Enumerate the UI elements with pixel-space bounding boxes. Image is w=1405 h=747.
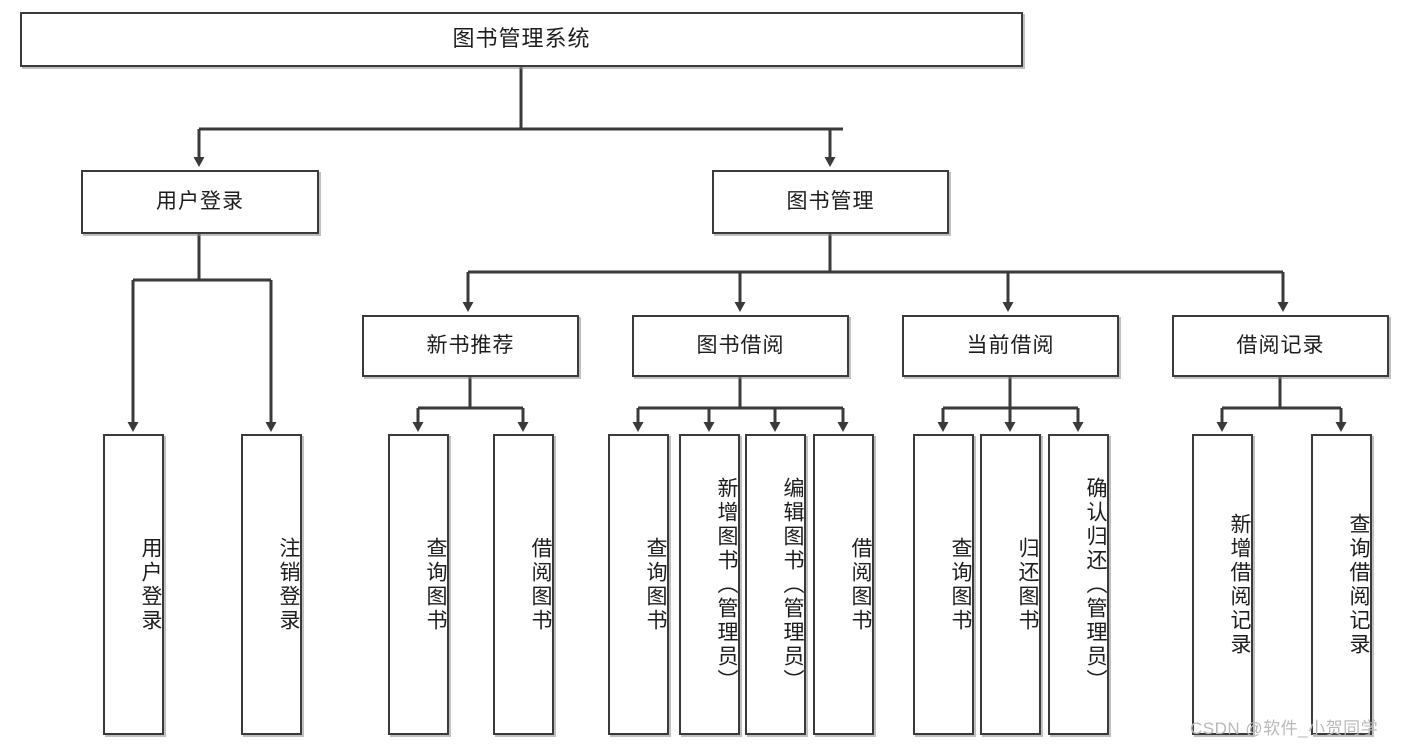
node-user-login-label: 用户登录: [156, 190, 244, 214]
node-root[interactable]: 图书管理系统: [20, 12, 1023, 67]
watermark: CSDN @软件_小贺同学: [1190, 719, 1379, 738]
leaf-book-borrow-3[interactable]: 编辑图书（管理员）: [745, 434, 806, 735]
leaf-borrow-record-1-label: 新增借阅记录: [1228, 512, 1251, 657]
leaf-user-login-1-label: 用户登录: [139, 536, 162, 633]
leaf-current-borrow-1-label: 查询图书: [949, 536, 972, 633]
leaf-current-borrow-3[interactable]: 确认归还（管理员）: [1048, 434, 1109, 735]
leaf-book-borrow-1-label: 查询图书: [644, 536, 667, 633]
leaf-current-borrow-1[interactable]: 查询图书: [913, 434, 974, 735]
node-book-manage[interactable]: 图书管理: [712, 170, 949, 234]
leaf-book-borrow-4[interactable]: 借阅图书: [813, 434, 874, 735]
node-current-borrow-label: 当前借阅: [966, 334, 1055, 358]
leaf-book-borrow-1[interactable]: 查询图书: [608, 434, 669, 735]
leaf-new-book-2[interactable]: 借阅图书: [493, 434, 554, 735]
node-borrow-record-label: 借阅记录: [1236, 334, 1325, 358]
node-book-borrow-label: 图书借阅: [696, 334, 785, 358]
leaf-book-borrow-4-label: 借阅图书: [849, 536, 872, 633]
node-current-borrow[interactable]: 当前借阅: [902, 315, 1119, 377]
leaf-borrow-record-2[interactable]: 查询借阅记录: [1311, 434, 1372, 735]
leaf-borrow-record-2-label: 查询借阅记录: [1347, 512, 1370, 657]
leaf-new-book-2-label: 借阅图书: [529, 536, 552, 633]
leaf-current-borrow-3-label: 确认归还（管理员）: [1084, 476, 1107, 693]
node-user-login[interactable]: 用户登录: [81, 170, 319, 234]
node-borrow-record[interactable]: 借阅记录: [1172, 315, 1389, 377]
leaf-current-borrow-2-label: 归还图书: [1016, 536, 1039, 633]
leaf-book-borrow-2-label: 新增图书（管理员）: [715, 476, 738, 693]
leaf-borrow-record-1[interactable]: 新增借阅记录: [1192, 434, 1253, 735]
node-book-manage-label: 图书管理: [786, 190, 875, 214]
leaf-current-borrow-2[interactable]: 归还图书: [980, 434, 1041, 735]
leaf-user-login-1[interactable]: 用户登录: [103, 434, 164, 735]
leaf-user-login-2-label: 注销登录: [277, 536, 300, 633]
node-root-label: 图书管理系统: [452, 26, 591, 52]
leaf-new-book-1-label: 查询图书: [424, 536, 447, 633]
node-book-borrow[interactable]: 图书借阅: [632, 315, 849, 377]
node-new-book-recommend-label: 新书推荐: [426, 334, 515, 358]
leaf-new-book-1[interactable]: 查询图书: [388, 434, 449, 735]
leaf-book-borrow-2[interactable]: 新增图书（管理员）: [679, 434, 740, 735]
leaf-book-borrow-3-label: 编辑图书（管理员）: [781, 476, 804, 693]
leaf-user-login-2[interactable]: 注销登录: [241, 434, 302, 735]
node-new-book-recommend[interactable]: 新书推荐: [362, 315, 579, 377]
